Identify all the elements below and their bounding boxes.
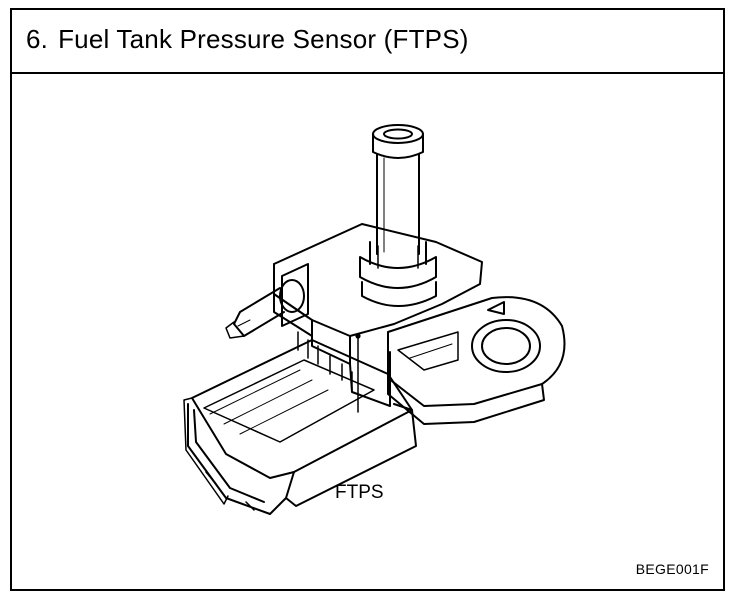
sensor-illustration-area: FTPS BEGE001F: [12, 74, 723, 589]
mounting-flange: [387, 296, 566, 425]
section-title: 6. Fuel Tank Pressure Sensor (FTPS): [26, 24, 469, 55]
ftps-callout-label: FTPS: [335, 482, 384, 503]
vent-nipple: [372, 124, 424, 255]
tube-collar: [359, 241, 437, 307]
manual-panel: 6. Fuel Tank Pressure Sensor (FTPS): [10, 8, 725, 591]
section-number: 6.: [26, 24, 49, 54]
callout-leader: [355, 333, 361, 413]
ftps-line-drawing: [183, 124, 566, 515]
section-header: 6. Fuel Tank Pressure Sensor (FTPS): [12, 10, 723, 74]
sensor-housing: [273, 223, 483, 407]
side-tab: [225, 263, 309, 339]
electrical-connector: [183, 339, 417, 515]
figure-code: BEGE001F: [635, 561, 709, 577]
section-title-text: Fuel Tank Pressure Sensor (FTPS): [58, 24, 469, 54]
